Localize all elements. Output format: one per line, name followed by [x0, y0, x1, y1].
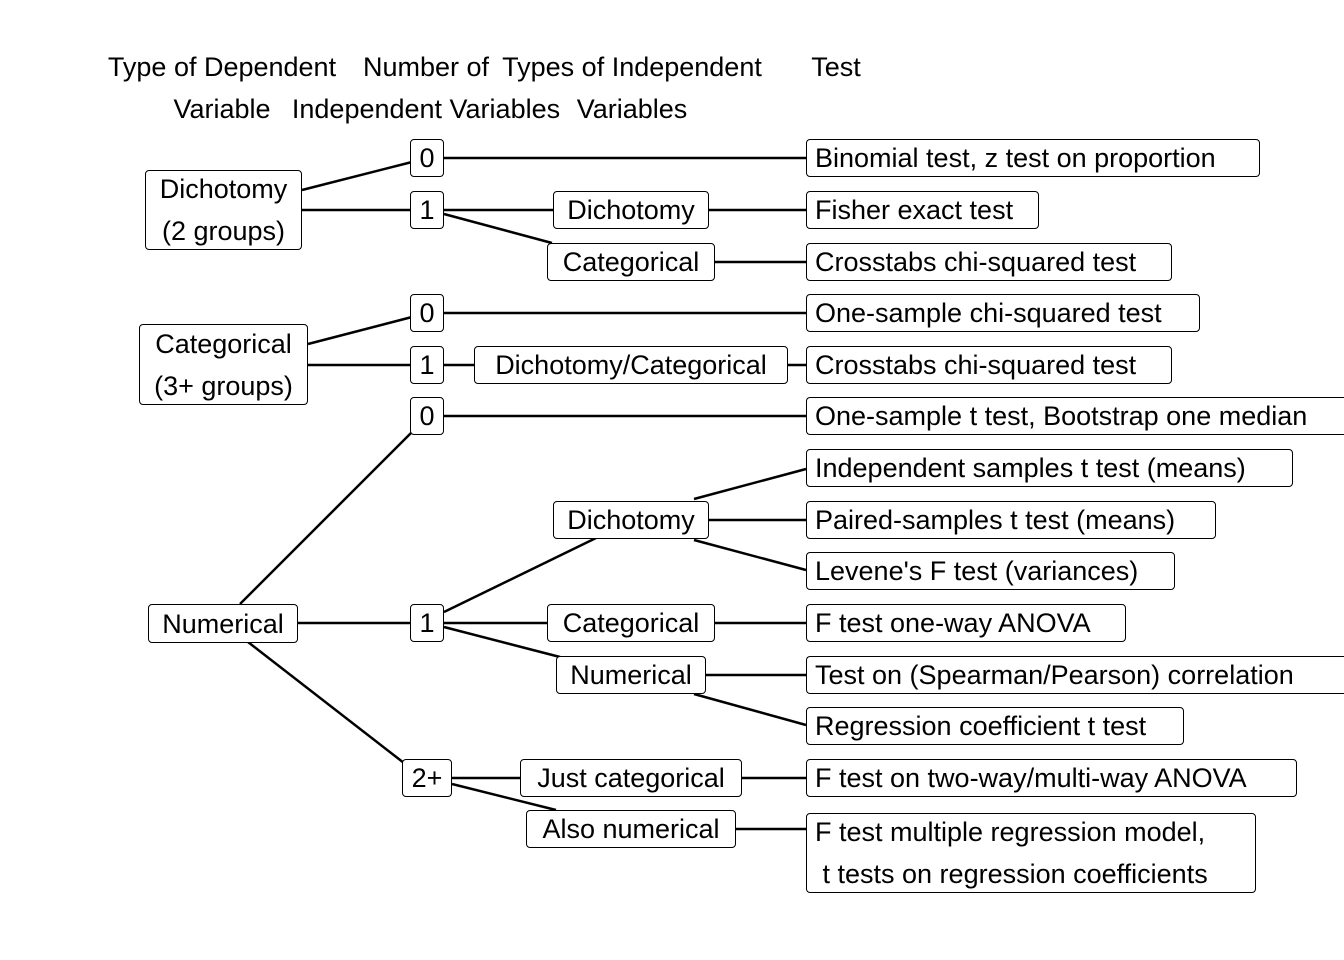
edge — [443, 536, 597, 614]
test-node: Regression coefficient t test — [806, 707, 1184, 745]
type-node: Dichotomy — [553, 501, 709, 539]
edge — [443, 625, 561, 659]
test-node: Crosstabs chi-squared test — [806, 243, 1172, 281]
count-node: 0 — [410, 294, 444, 332]
test-node: Paired-samples t test (means) — [806, 501, 1216, 539]
header-number-independent: Number of Independent Variables — [291, 52, 561, 124]
test-node: Crosstabs chi-squared test — [806, 346, 1172, 384]
edge — [239, 431, 413, 605]
count-node: 1 — [410, 346, 444, 384]
test-node: F test one-way ANOVA — [806, 604, 1126, 642]
type-node: Numerical — [556, 656, 706, 694]
type-node: Just categorical — [520, 759, 742, 797]
test-node: F test on two-way/multi-way ANOVA — [806, 759, 1297, 797]
count-node: 0 — [410, 397, 444, 435]
type-node: Dichotomy/Categorical — [474, 346, 788, 384]
dependent-categorical-node: Categorical (3+ groups) — [139, 324, 308, 405]
test-node: F test multiple regression model, t test… — [806, 813, 1256, 893]
edge — [451, 782, 557, 812]
type-node: Also numerical — [526, 810, 736, 848]
edge — [301, 160, 413, 192]
dependent-numerical-node: Numerical — [148, 604, 298, 643]
edge — [693, 692, 807, 727]
test-node: One-sample t test, Bootstrap one median — [806, 397, 1344, 435]
edge — [693, 467, 807, 501]
test-node: Independent samples t test (means) — [806, 449, 1293, 487]
test-node: Test on (Spearman/Pearson) correlation — [806, 656, 1344, 694]
type-node: Dichotomy — [553, 191, 709, 229]
dependent-dichotomy-node: Dichotomy (2 groups) — [145, 170, 302, 250]
edge — [443, 212, 553, 245]
type-node: Categorical — [547, 604, 715, 642]
header-dependent-variable: Type of Dependent Variable — [107, 52, 337, 124]
edge — [247, 641, 405, 764]
count-node: 1 — [410, 604, 444, 642]
test-node: Binomial test, z test on proportion — [806, 139, 1260, 177]
test-node: Levene's F test (variances) — [806, 552, 1175, 590]
test-node: Fisher exact test — [806, 191, 1039, 229]
edge — [307, 315, 413, 346]
edge — [693, 538, 807, 572]
test-node: One-sample chi-squared test — [806, 294, 1200, 332]
header-test: Test — [811, 52, 861, 82]
count-node: 2+ — [402, 759, 452, 797]
count-node: 1 — [410, 191, 444, 229]
type-node: Categorical — [547, 243, 715, 281]
header-types-independent: Types of Independent Variables — [502, 52, 762, 124]
count-node: 0 — [410, 139, 444, 177]
